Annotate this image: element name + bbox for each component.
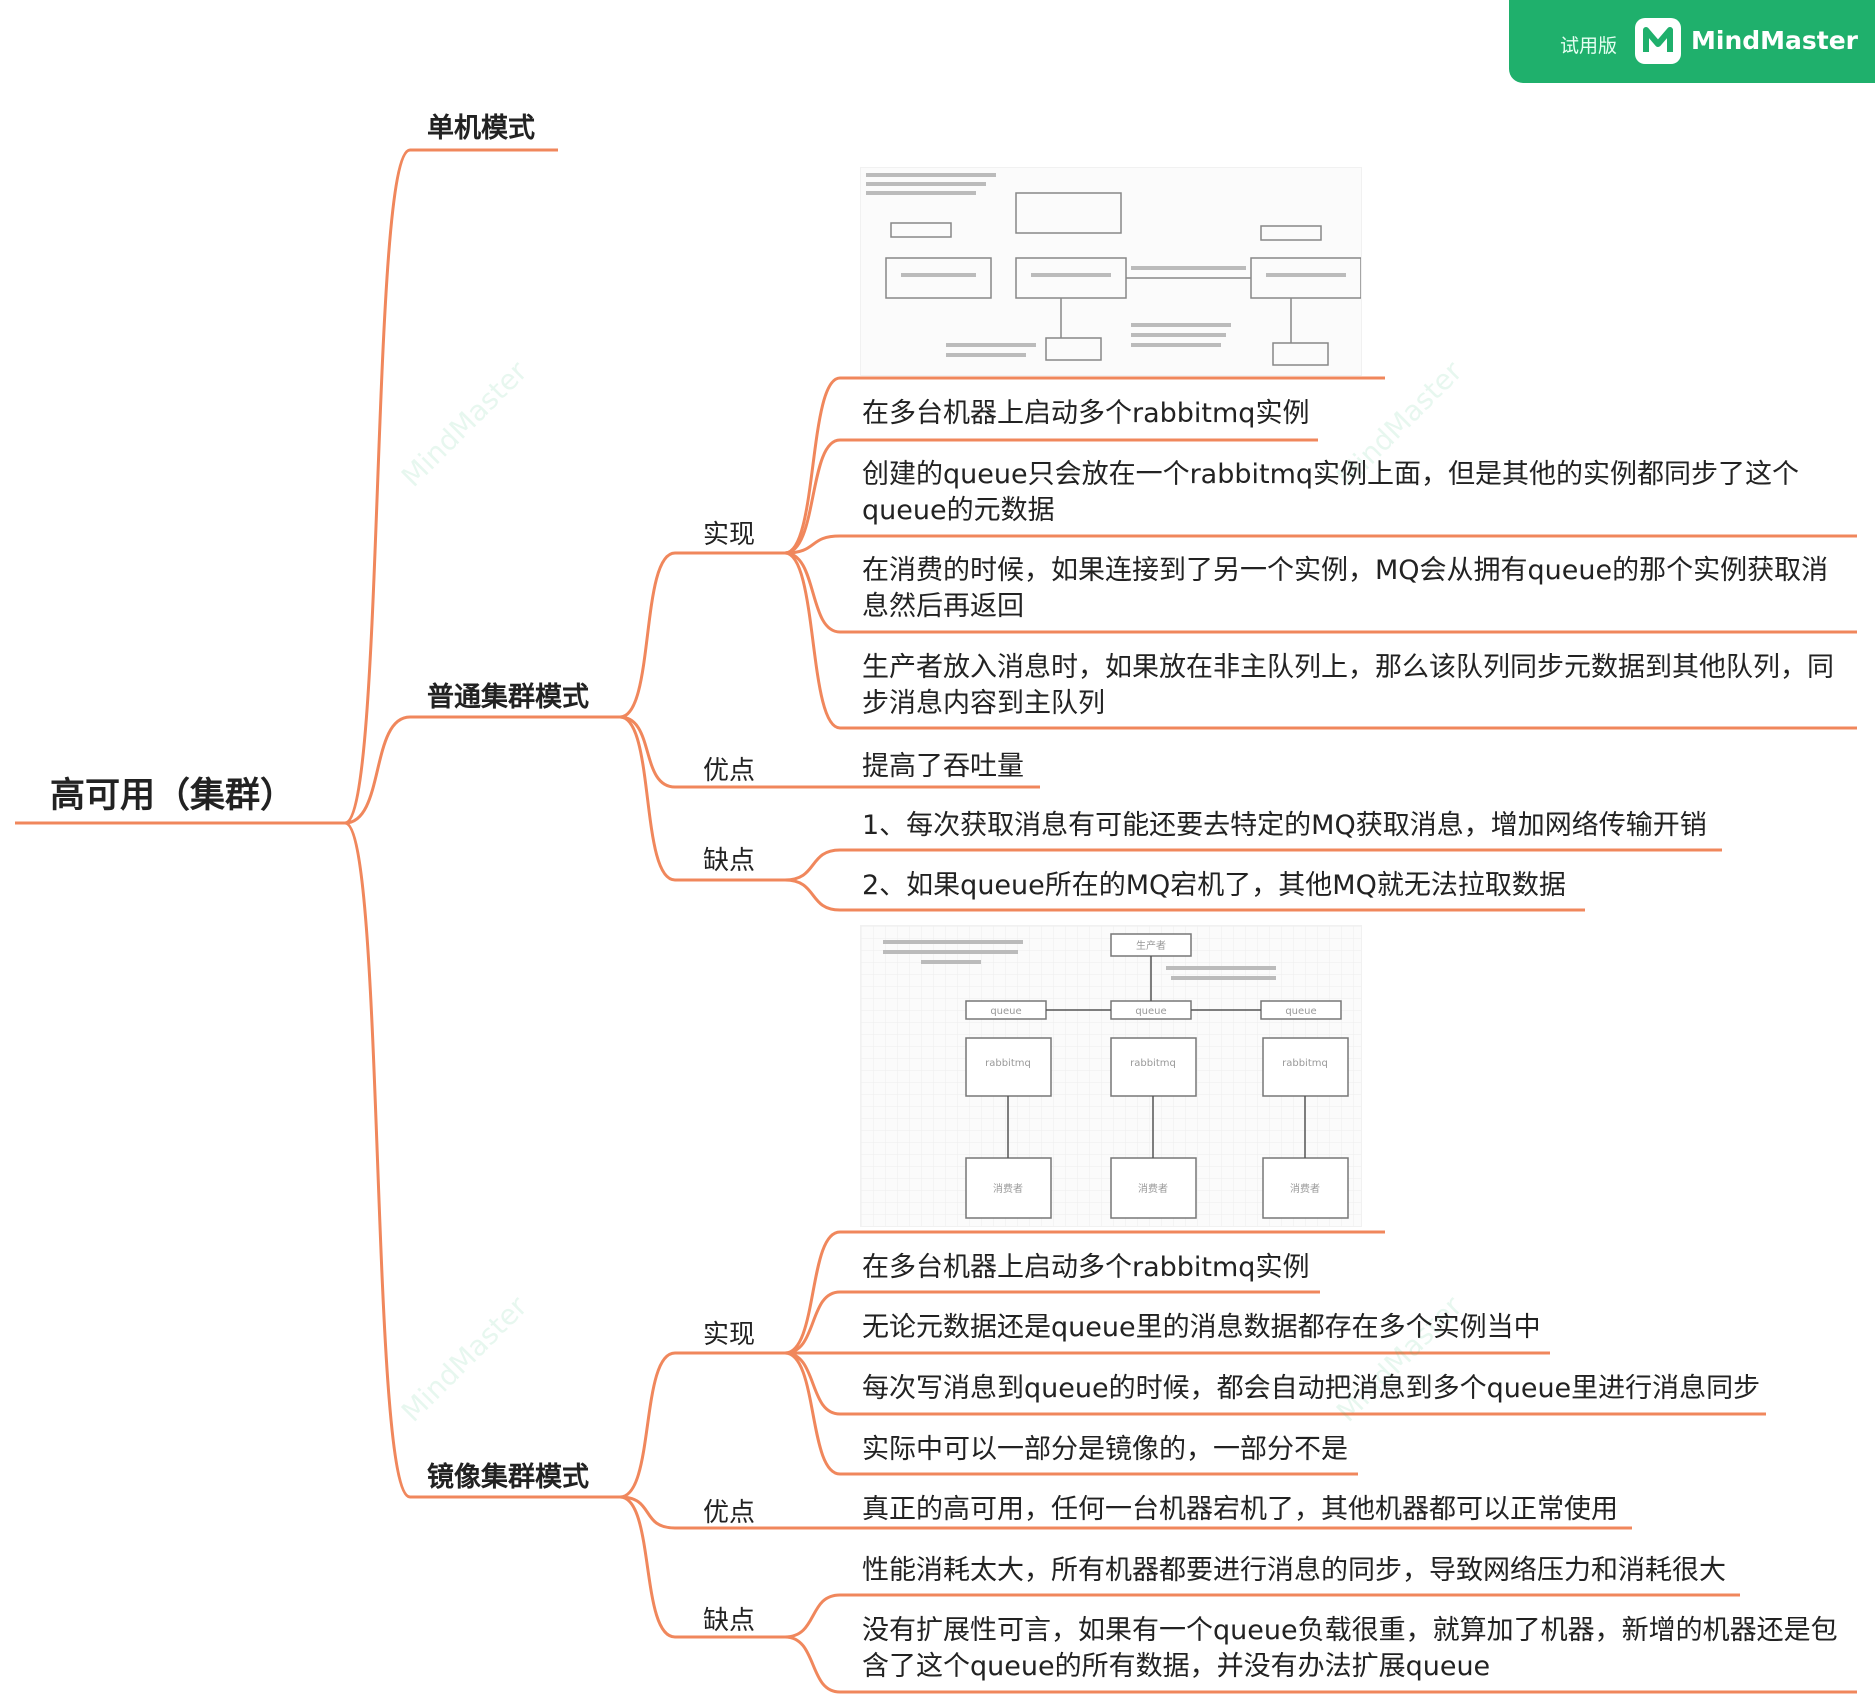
topic-single-mode[interactable]: 单机模式 — [427, 113, 535, 144]
diagram-consumer-label: 消费者 — [1138, 1182, 1168, 1195]
mindmaster-logo-icon — [1635, 18, 1681, 64]
diagram-producer-label: 生产者 — [1136, 939, 1166, 952]
normal-impl-topic[interactable]: 实现 — [703, 520, 756, 550]
mirror-impl-item-1[interactable]: 在多台机器上启动多个rabbitmq实例 — [862, 1252, 1310, 1283]
normal-cons-topic[interactable]: 缺点 — [703, 846, 756, 876]
diagram-queue-label: queue — [1285, 1006, 1316, 1017]
diagram-queue-label: queue — [990, 1006, 1021, 1017]
mirror-pros-topic[interactable]: 优点 — [703, 1498, 756, 1528]
diagram-consumer-label: 消费者 — [993, 1182, 1023, 1195]
normal-cons-item-2[interactable]: 2、如果queue所在的MQ宕机了，其他MQ就无法拉取数据 — [862, 870, 1566, 901]
mirror-pros-item-1[interactable]: 真正的高可用，任何一台机器宕机了，其他机器都可以正常使用 — [862, 1494, 1618, 1525]
mirror-impl-item-2[interactable]: 无论元数据还是queue里的消息数据都存在多个实例当中 — [862, 1312, 1541, 1343]
normal-impl-item-2[interactable]: 创建的queue只会放在一个rabbitmq实例上面，但是其他的实例都同步了这个… — [862, 459, 1800, 526]
normal-impl-item-1[interactable]: 在多台机器上启动多个rabbitmq实例 — [862, 398, 1310, 429]
mirror-cons-item-2[interactable]: 没有扩展性可言，如果有一个queue负载很重，就算加了机器，新增的机器还是包含了… — [862, 1615, 1838, 1682]
normal-impl-item-3[interactable]: 在消费的时候，如果连接到了另一个实例，MQ会从拥有queue的那个实例获取消息然… — [862, 555, 1829, 622]
mirror-cluster-diagram: 生产者 queue queue queue rabbitmq rabbitmq … — [861, 926, 1361, 1226]
mirror-cons-item-1[interactable]: 性能消耗太大，所有机器都要进行消息的同步，导致网络压力和消耗很大 — [862, 1555, 1726, 1586]
normal-cluster-diagram — [866, 173, 1361, 366]
diagram-queue-label: queue — [1135, 1006, 1166, 1017]
diagram-consumer-label: 消费者 — [1290, 1182, 1320, 1195]
normal-pros-item-1[interactable]: 提高了吞吐量 — [862, 751, 1024, 782]
trial-label: 试用版 — [1560, 35, 1618, 57]
topic-normal-cluster[interactable]: 普通集群模式 — [427, 682, 589, 713]
normal-cons-item-1[interactable]: 1、每次获取消息有可能还要去特定的MQ获取消息，增加网络传输开销 — [862, 810, 1707, 841]
diagram-node-label: rabbitmq — [1130, 1058, 1176, 1069]
trial-badge[interactable]: 试用版 MindMaster — [1509, 0, 1875, 83]
diagram-node-label: rabbitmq — [1282, 1058, 1328, 1069]
brand-name: MindMaster — [1691, 26, 1859, 55]
normal-impl-item-4[interactable]: 生产者放入消息时，如果放在非主队列上，那么该队列同步元数据到其他队列，同步消息内… — [862, 652, 1834, 719]
normal-pros-topic[interactable]: 优点 — [703, 756, 756, 786]
mirror-impl-topic[interactable]: 实现 — [703, 1320, 756, 1350]
topic-mirror-cluster[interactable]: 镜像集群模式 — [427, 1462, 589, 1493]
normal-cluster-diagram-image[interactable] — [860, 167, 1362, 376]
root-topic[interactable]: 高可用（集群） — [50, 776, 296, 816]
mirror-cluster-diagram-image[interactable]: 生产者 queue queue queue rabbitmq rabbitmq … — [860, 925, 1362, 1227]
mirror-cons-topic[interactable]: 缺点 — [703, 1606, 756, 1636]
mirror-impl-item-4[interactable]: 实际中可以一部分是镜像的，一部分不是 — [862, 1434, 1348, 1465]
mirror-impl-item-3[interactable]: 每次写消息到queue的时候，都会自动把消息到多个queue里进行消息同步 — [862, 1373, 1761, 1404]
diagram-node-label: rabbitmq — [985, 1058, 1031, 1069]
